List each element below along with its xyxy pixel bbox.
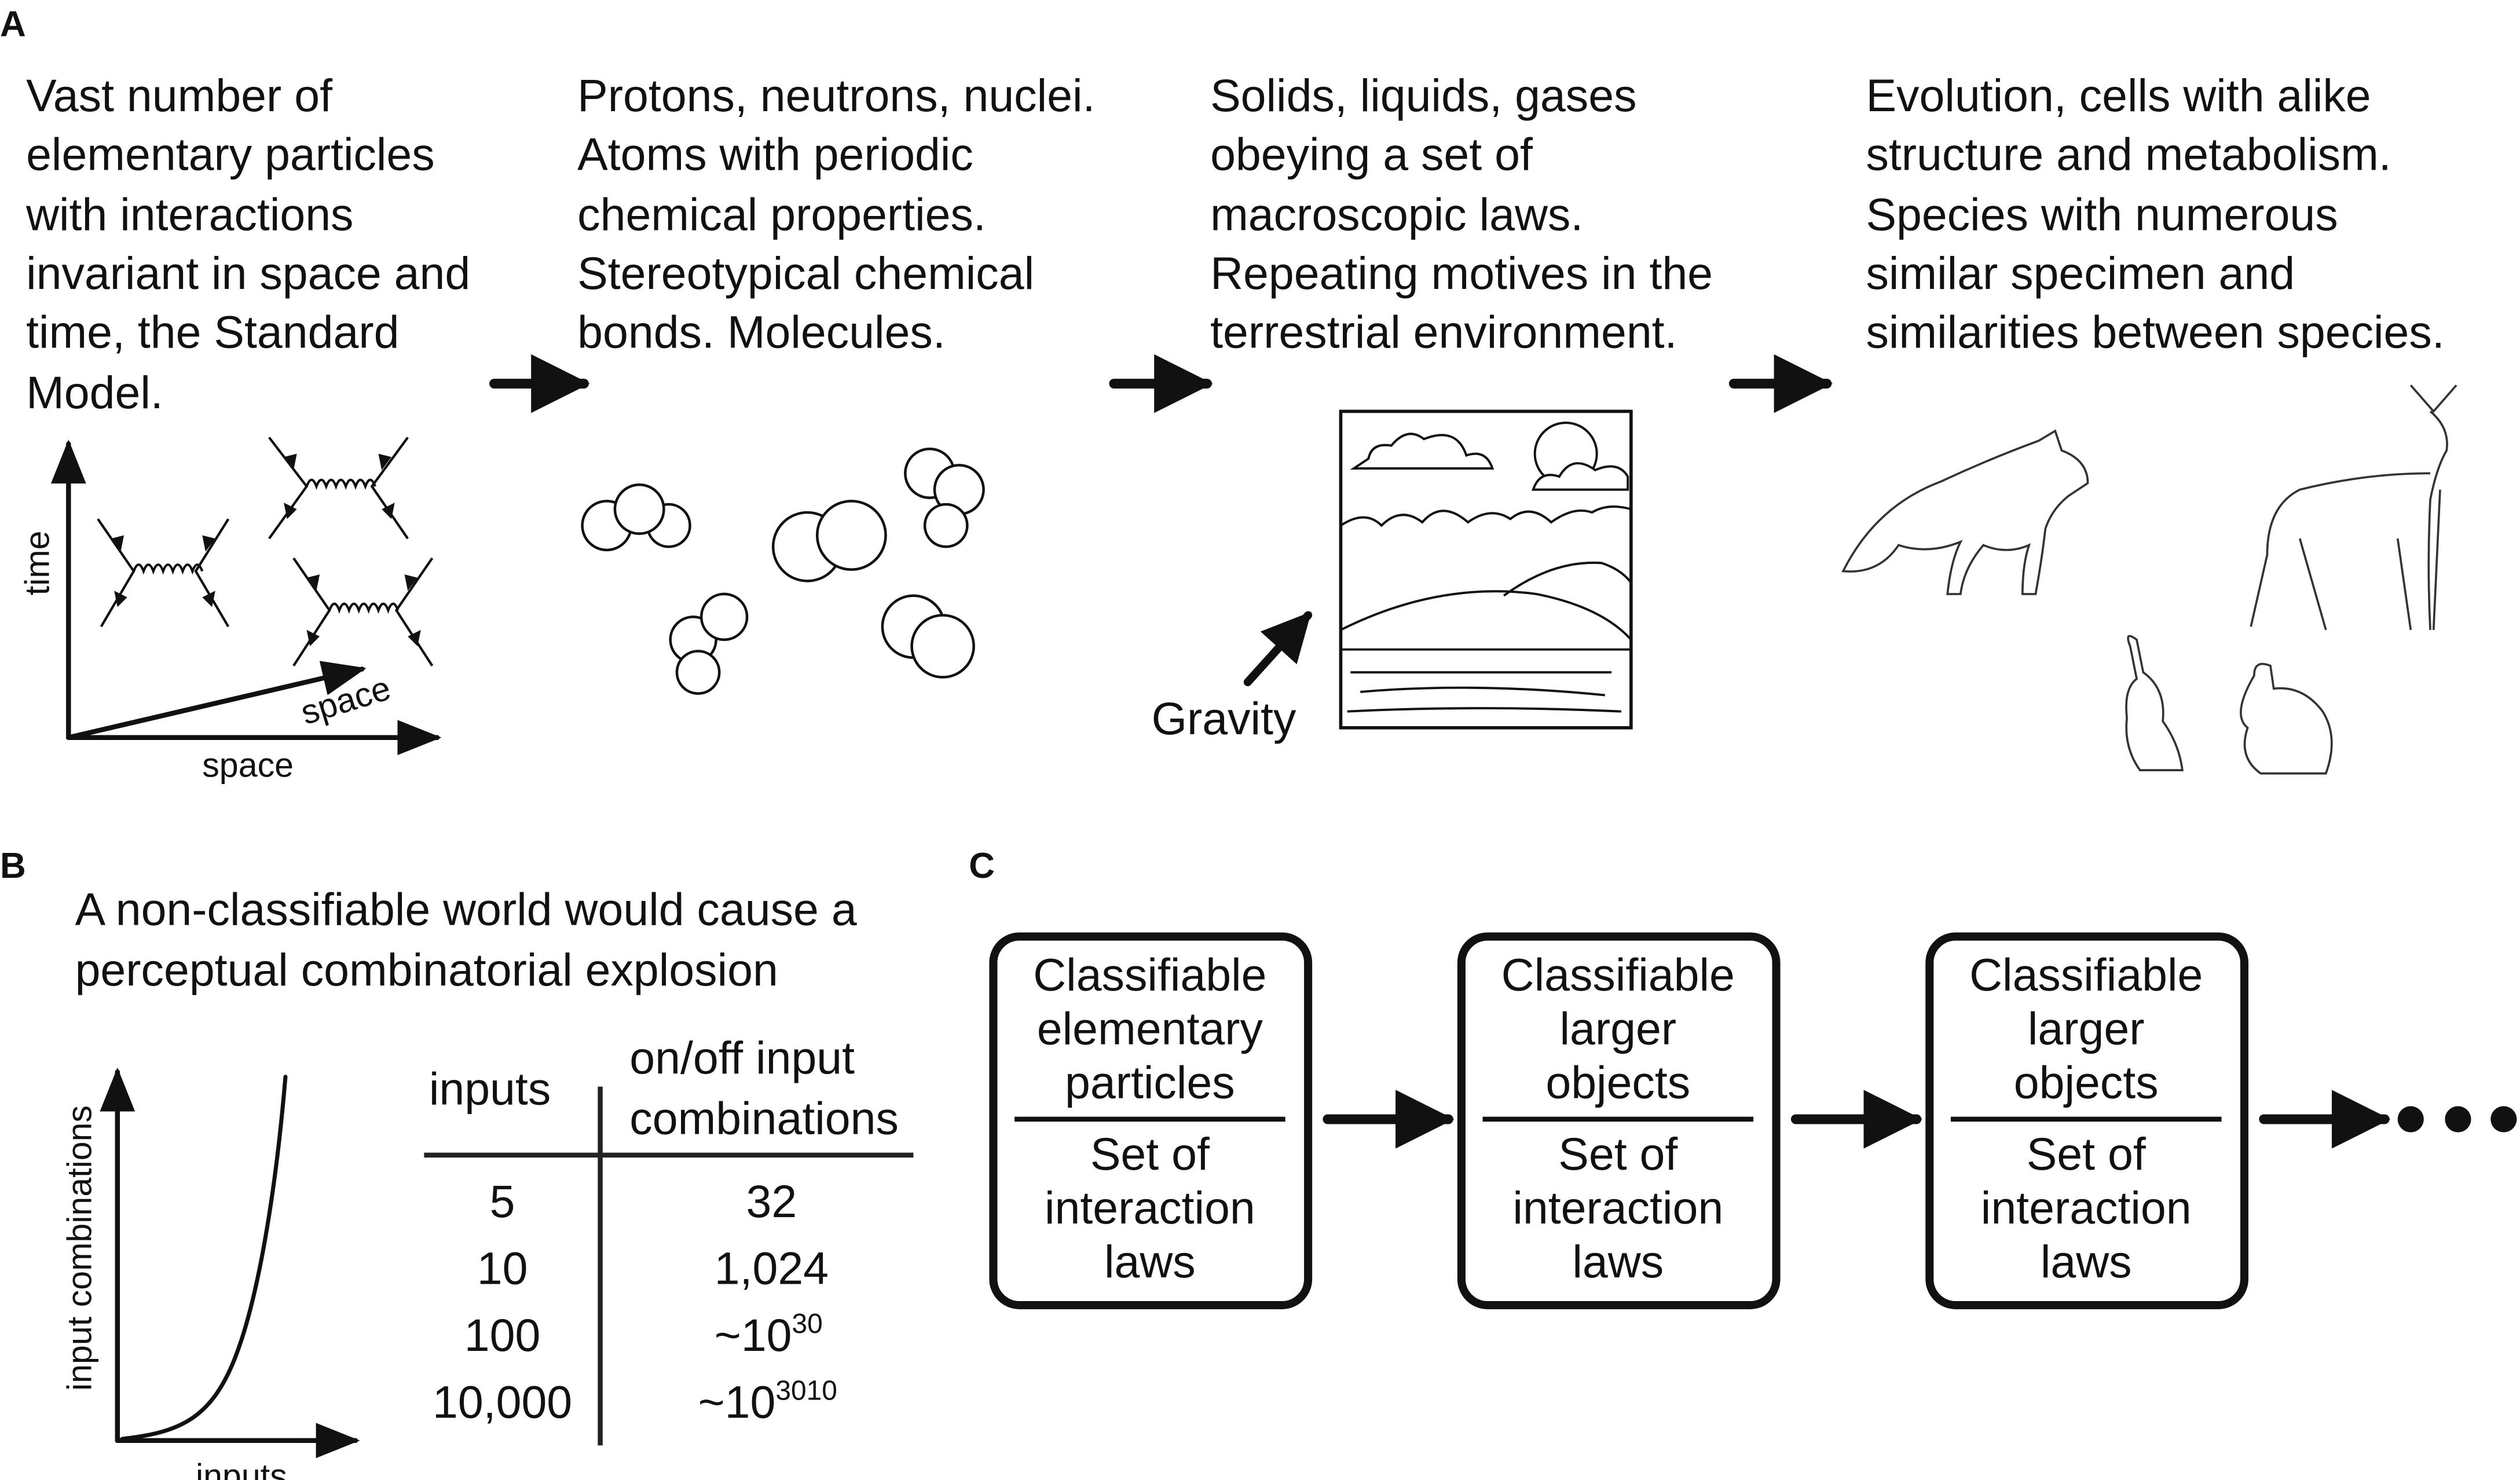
- table-cell: 10,000: [433, 1376, 572, 1427]
- table-cell: ~103010: [698, 1375, 837, 1427]
- box-text: elementary: [1037, 1003, 1263, 1054]
- exponential-curve: [120, 1075, 288, 1441]
- text-line: structure and metabolism.: [1866, 129, 2391, 180]
- text-line: elementary particles: [26, 129, 435, 180]
- text-line: terrestrial environment.: [1210, 307, 1677, 358]
- box-text: Classifiable: [1969, 949, 2203, 1000]
- axis-label-input-combinations: input combinations: [60, 1105, 99, 1391]
- exponential-graph: input combinations inputs: [60, 1067, 360, 1480]
- text-line: similar specimen and: [1866, 248, 2295, 299]
- text-line: Solids, liquids, gases: [1210, 70, 1636, 121]
- box-text: objects: [1545, 1057, 1690, 1108]
- table-cell: ~1030: [715, 1309, 823, 1361]
- axis-label-time: time: [18, 531, 57, 596]
- box-text: Classifiable: [1033, 949, 1266, 1000]
- box-text: interaction: [1045, 1182, 1255, 1233]
- text-line: Atoms with periodic: [577, 129, 973, 180]
- level-box-3: Classifiable larger objects Set of inter…: [1925, 932, 2248, 1310]
- table-header-inputs: inputs: [429, 1064, 551, 1115]
- combinations-table: inputs on/off input combinations 5 32 10…: [424, 1032, 914, 1446]
- text-line: obeying a set of: [1210, 129, 1533, 180]
- text-line: macroscopic laws.: [1210, 189, 1583, 240]
- table-row: 5 32: [490, 1176, 797, 1227]
- axis-label-space-diagonal: space: [296, 668, 395, 732]
- column-2-text: Protons, neutrons, nuclei. Atoms with pe…: [577, 70, 1095, 357]
- table-header-combinations: on/off input: [629, 1032, 855, 1083]
- text-line: Species with numerous: [1866, 189, 2338, 240]
- column-3-text: Solids, liquids, gases obeying a set of …: [1210, 70, 1713, 357]
- wolf-illustration: [1841, 429, 2089, 595]
- ellipsis-icon: [2397, 1106, 2517, 1133]
- text-line: with interactions: [25, 189, 353, 240]
- panel-b-title-line: perceptual combinatorial explosion: [75, 944, 778, 995]
- text-line: Model.: [26, 367, 163, 418]
- text-line: Stereotypical chemical: [577, 248, 1034, 299]
- exponent: 3010: [775, 1375, 837, 1406]
- molecules-illustration: [581, 447, 985, 695]
- table-row: 100 ~1030: [464, 1309, 823, 1361]
- level-box-1: Classifiable elementary particles Set of…: [989, 932, 1313, 1310]
- text-line: invariant in space and: [26, 248, 470, 299]
- axis-label-space: space: [202, 745, 294, 784]
- box-text: particles: [1065, 1057, 1235, 1108]
- table-header-combinations: combinations: [629, 1093, 899, 1144]
- base: ~10: [715, 1310, 792, 1361]
- box-text: interaction: [1512, 1182, 1723, 1233]
- text-line: bonds. Molecules.: [577, 307, 946, 358]
- table-row: 10,000 ~103010: [433, 1375, 837, 1427]
- axis-label-inputs: inputs: [196, 1457, 287, 1480]
- box-text: interaction: [1981, 1182, 2192, 1233]
- table-cell: 100: [464, 1310, 541, 1361]
- box-text: laws: [2041, 1236, 2132, 1287]
- landscape-illustration: Gravity: [1152, 409, 1633, 744]
- table-cell: 1,024: [715, 1243, 829, 1294]
- text-line: Repeating motives in the: [1210, 248, 1713, 299]
- exponent: 30: [792, 1309, 823, 1339]
- column-4-text: Evolution, cells with alike structure an…: [1866, 70, 2444, 357]
- panel-b-title-line: A non-classifiable world would cause a: [75, 884, 857, 935]
- box-text: Set of: [1090, 1129, 1210, 1179]
- panel-a-label: A: [0, 5, 26, 45]
- box-text: laws: [1572, 1236, 1664, 1287]
- panel-c-label: C: [969, 846, 995, 886]
- box-text: laws: [1104, 1236, 1196, 1287]
- table-row: 10 1,024: [477, 1243, 829, 1294]
- box-text: objects: [2014, 1057, 2159, 1108]
- table-cell: 32: [746, 1176, 797, 1227]
- rabbit-illustration: [2125, 635, 2333, 775]
- box-text: Set of: [2027, 1129, 2147, 1179]
- base: ~10: [698, 1376, 776, 1427]
- text-line: time, the Standard: [26, 307, 399, 358]
- text-line: Protons, neutrons, nuclei.: [577, 70, 1095, 121]
- text-line: chemical properties.: [577, 189, 986, 240]
- text-line: similarities between species.: [1866, 307, 2444, 358]
- text-line: Vast number of: [26, 70, 333, 121]
- column-1-text: Vast number of elementary particles with…: [25, 70, 470, 418]
- panel-b-label: B: [0, 846, 26, 886]
- text-line: Evolution, cells with alike: [1866, 70, 2371, 121]
- deer-illustration: [2250, 384, 2457, 631]
- feynman-diagram: time space space: [18, 437, 442, 784]
- gravity-label: Gravity: [1152, 693, 1296, 744]
- level-box-2: Classifiable larger objects Set of inter…: [1457, 932, 1781, 1310]
- box-text: Classifiable: [1501, 949, 1735, 1000]
- box-text: Set of: [1558, 1129, 1678, 1179]
- table-cell: 5: [490, 1176, 515, 1227]
- box-text: larger: [1559, 1003, 1676, 1054]
- box-text: larger: [2028, 1003, 2145, 1054]
- table-cell: 10: [477, 1243, 528, 1294]
